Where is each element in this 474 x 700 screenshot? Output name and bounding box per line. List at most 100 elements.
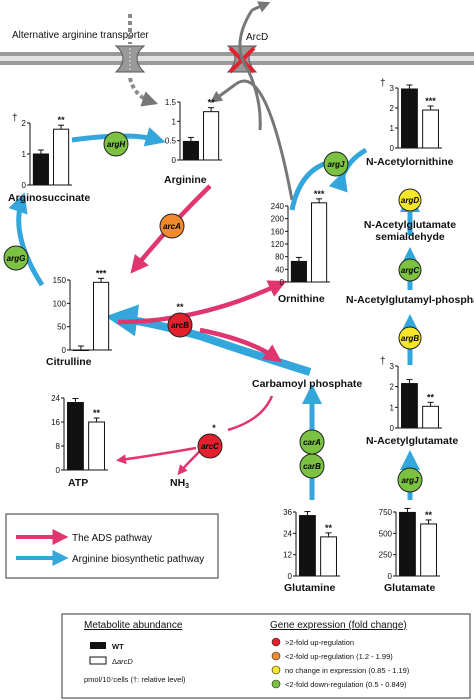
gene-argH: argH	[103, 131, 129, 157]
legend-units: pmol/10⁷cells (†: relative level)	[84, 675, 186, 684]
chart-tick-label: 1	[22, 150, 27, 159]
chart-tick-label: 12	[283, 551, 292, 560]
chart-bar-arcd	[53, 128, 70, 186]
metabolite-bar-charts: 012†**00.511.5**050100150***040801201602…	[12, 78, 442, 581]
label-n-acetylornithine: N-Acetylornithine	[366, 156, 454, 168]
chart-tick-label: 200	[271, 215, 285, 224]
gene-arcB: arcB **	[167, 302, 193, 338]
arcd-arrow-ornithine	[235, 79, 294, 201]
svg-text:argJ: argJ	[328, 160, 345, 169]
gene-arcC: arcC *	[197, 423, 223, 459]
chart-tick-label: 1.5	[165, 98, 177, 107]
label-n-acetylglutamyl-phosphate: N-Acetylglutamyl-phosphate	[346, 294, 474, 306]
legend-gene-item: no change in expression (0.85 - 1.19)	[285, 666, 410, 675]
gene-legend-title: Gene expression (fold change)	[270, 620, 407, 631]
chart-bar-arcd	[420, 523, 437, 577]
chart-bar-arcd	[422, 109, 439, 149]
metabolite-legend-title: Metabolite abundance	[84, 620, 183, 631]
chart-significance: **	[58, 115, 66, 125]
legend-arcd-swatch	[89, 656, 107, 665]
chart-bar-arcd	[320, 536, 337, 577]
legend-wt-swatch	[90, 642, 106, 649]
chart-significance: ***	[96, 268, 107, 278]
chart-bar-wt	[399, 511, 416, 577]
chart-bar-arcd	[93, 281, 110, 351]
label-glutamine: Glutamine	[284, 582, 336, 594]
gene-argC: argC	[398, 258, 422, 282]
chart-significance: **	[208, 98, 216, 108]
legend-orange-dot	[271, 651, 281, 661]
svg-text:arcB: arcB	[171, 321, 189, 330]
svg-text:arcA: arcA	[163, 222, 181, 231]
label-arginosuccinate: Arginosuccinate	[8, 192, 90, 204]
chart-tick-label: 1	[390, 124, 395, 133]
svg-text:argC: argC	[401, 266, 419, 275]
svg-text:carA: carA	[303, 438, 321, 447]
svg-text:argH: argH	[107, 140, 125, 149]
pathway-legend: The ADS pathway Arginine biosynthetic pa…	[5, 513, 219, 579]
gene-argB: argB	[398, 326, 422, 350]
label-glutamate: Glutamate	[384, 582, 436, 594]
chart-tick-label: 0	[388, 572, 393, 581]
legend-arcd-label: ΔarcD	[112, 657, 133, 666]
chart-tick-label: 80	[275, 253, 284, 262]
chart-bar-wt	[32, 153, 49, 186]
chart-relative-marker: †	[380, 356, 386, 367]
legend-arginine-label: Arginine biosynthetic pathway	[72, 554, 204, 565]
chart-tick-label: 240	[271, 202, 285, 211]
chart-tick-label: 24	[51, 394, 60, 403]
chart-tick-label: 16	[51, 418, 60, 427]
chart-tick-label: 0	[172, 156, 177, 165]
chart-tick-label: 3	[390, 362, 395, 371]
chart-bar-wt	[290, 260, 307, 283]
label-ornithine: Ornithine	[278, 293, 325, 305]
gene-argD: argD	[398, 188, 422, 212]
gene-argJ-top: argJ	[323, 151, 349, 177]
chart-tick-label: 24	[283, 529, 292, 538]
chart-tick-label: 0	[62, 346, 67, 355]
alt-import-arrow-out	[128, 77, 159, 107]
svg-text:*: *	[212, 423, 216, 433]
chart-bar-wt	[67, 402, 84, 471]
arrow-arcC-atp	[116, 446, 197, 465]
gene-arcA: arcA	[159, 213, 185, 239]
chart-tick-label: 250	[379, 551, 393, 560]
chart-bar-wt	[299, 515, 316, 577]
chart-tick-label: 40	[275, 265, 284, 274]
chart-tick-label: 2	[390, 104, 395, 113]
chart-tick-label: 2	[390, 383, 395, 392]
label-n-acetylglutamate: N-Acetylglutamate	[366, 435, 458, 447]
chart-tick-label: 500	[379, 529, 393, 538]
chart-significance: **	[93, 408, 101, 418]
chart-tick-label: 0	[390, 424, 395, 433]
label-carbamoyl-phosphate: Carbamoyl phosphate	[252, 378, 362, 390]
chart-relative-marker: †	[12, 113, 18, 124]
svg-text:argB: argB	[401, 334, 419, 343]
transporter-icon	[114, 45, 146, 73]
legend-green-dot	[271, 679, 281, 689]
chart-bar-wt	[72, 349, 89, 351]
chart-bar-arcd	[422, 405, 439, 429]
arcd-arrow-vertical	[238, 9, 262, 131]
chart-bar-wt	[401, 383, 418, 429]
gene-argG: argG	[3, 245, 29, 271]
gene-carA: carA	[299, 429, 325, 455]
arrow-carbamoyl-arcC	[227, 395, 274, 432]
gene-carB: carB	[299, 453, 325, 479]
chart-tick-label: 1	[172, 117, 177, 126]
chart-tick-label: 0	[56, 466, 61, 475]
bottom-legend: Metabolite abundance WT ΔarcD pmol/10⁷ce…	[61, 613, 471, 699]
legend-gene-item: >2-fold up-regulation	[285, 638, 354, 647]
chart-significance: ***	[425, 96, 436, 106]
chart-bar-arcd	[88, 421, 105, 471]
svg-text:arcC: arcC	[201, 442, 219, 451]
chart-bar-wt	[182, 140, 199, 161]
chart-tick-label: 0.5	[165, 137, 177, 146]
chart-bar-wt	[401, 88, 418, 149]
label-n-acetylglutamate-semialdehyde-line1: N-Acetylglutamate	[364, 219, 456, 231]
chart-tick-label: 3	[390, 84, 395, 93]
label-atp: ATP	[68, 477, 88, 489]
legend-yellow-dot	[271, 665, 281, 675]
chart-tick-label: 36	[283, 508, 292, 517]
